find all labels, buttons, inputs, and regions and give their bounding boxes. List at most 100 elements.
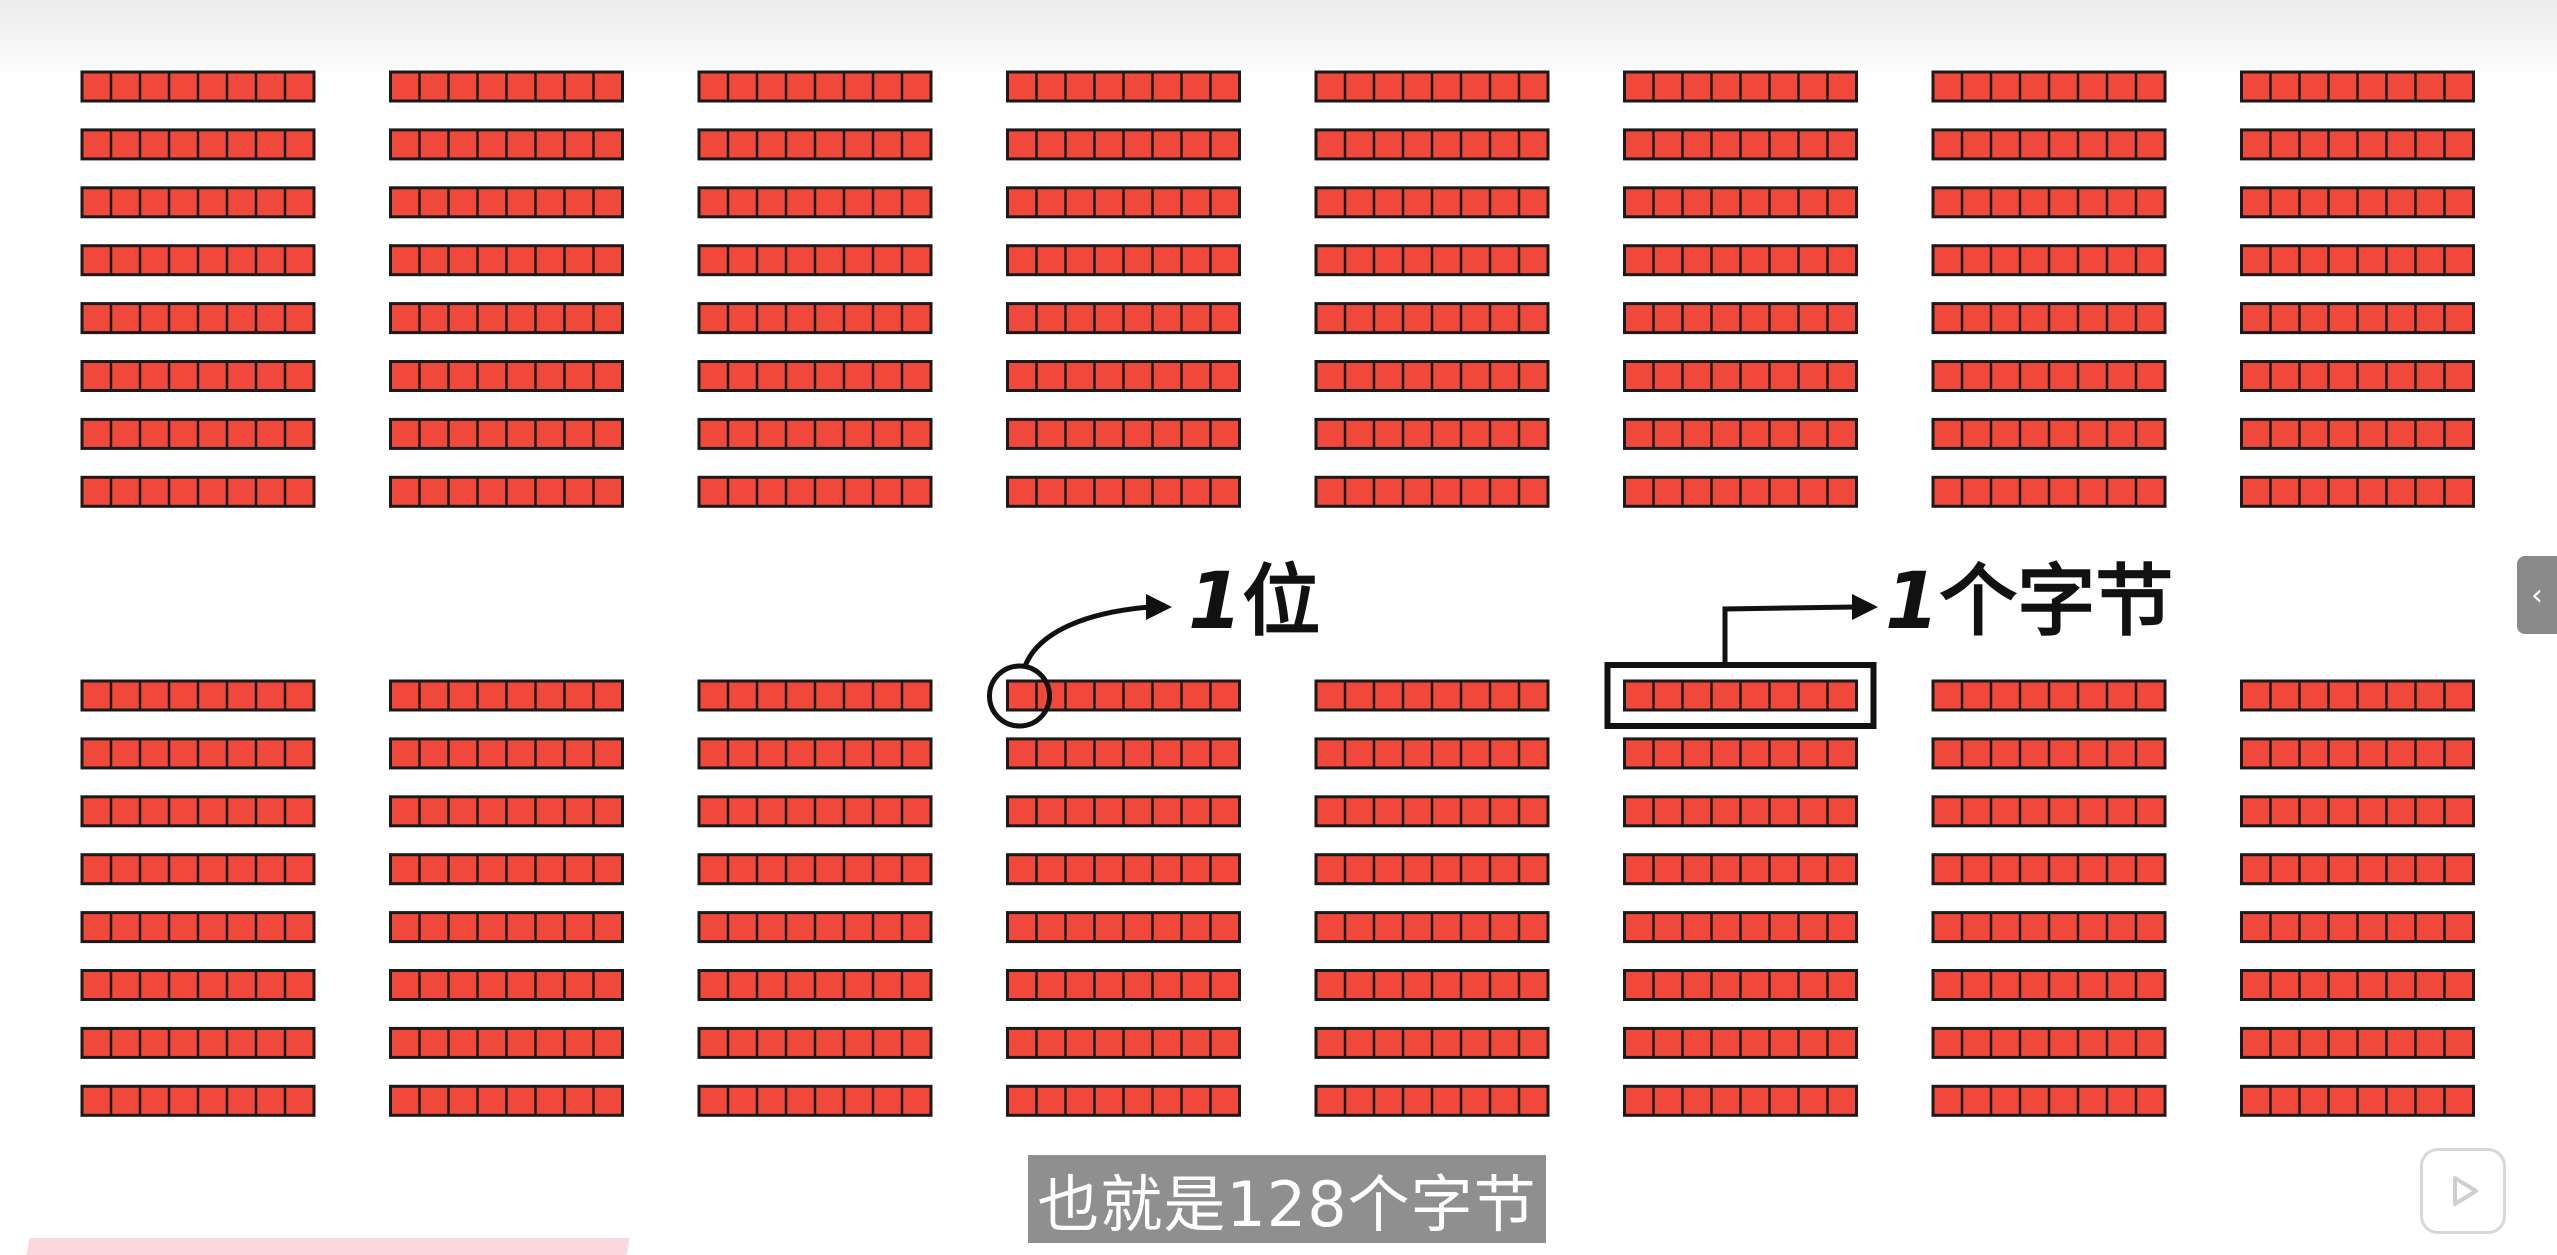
- byte: [1006, 360, 1241, 392]
- byte: [697, 302, 933, 335]
- byte: [1006, 186, 1241, 219]
- byte-group: [1623, 70, 1858, 508]
- byte: [1314, 186, 1550, 219]
- byte-group: [389, 679, 624, 1117]
- play-button[interactable]: [2420, 1148, 2506, 1234]
- byte: [1623, 70, 1858, 103]
- byte-group: [389, 70, 624, 508]
- byte: [1623, 969, 1858, 1001]
- byte: [389, 417, 624, 450]
- byte: [2240, 70, 2475, 103]
- byte: [1314, 70, 1550, 103]
- byte: [1931, 128, 2167, 161]
- byte: [1006, 244, 1241, 277]
- byte: [1623, 853, 1858, 886]
- byte-group: [1931, 679, 2167, 1117]
- byte: [697, 853, 933, 886]
- subtitle-caption: 也就是128个字节: [1028, 1155, 1546, 1243]
- byte: [2240, 186, 2475, 219]
- byte: [389, 969, 624, 1001]
- byte: [2240, 1084, 2475, 1117]
- byte: [389, 128, 624, 161]
- byte: [2240, 853, 2475, 886]
- byte: [2240, 795, 2475, 828]
- byte: [1931, 244, 2167, 277]
- byte: [1931, 737, 2167, 770]
- byte: [1006, 969, 1241, 1001]
- byte: [1314, 244, 1550, 277]
- byte: [1314, 417, 1550, 450]
- byte: [80, 1026, 316, 1059]
- byte: [1006, 679, 1241, 712]
- byte: [697, 244, 933, 277]
- byte: [697, 186, 933, 219]
- byte: [697, 911, 933, 944]
- byte: [389, 360, 624, 392]
- byte: [1931, 475, 2167, 508]
- byte: [1314, 302, 1550, 335]
- byte: [1006, 70, 1241, 103]
- byte: [2240, 737, 2475, 770]
- byte: [2240, 244, 2475, 277]
- bit-arrow-line: [1023, 604, 1151, 667]
- byte-label: 1个字节: [1885, 563, 2173, 641]
- byte: [389, 853, 624, 886]
- byte: [389, 302, 624, 335]
- byte: [389, 475, 624, 508]
- byte: [697, 679, 933, 712]
- byte: [2240, 417, 2475, 450]
- byte: [2240, 475, 2475, 508]
- byte: [389, 1026, 624, 1059]
- byte: [389, 911, 624, 944]
- byte: [1314, 128, 1550, 161]
- byte: [1006, 302, 1241, 335]
- byte: [1623, 1084, 1858, 1117]
- byte: [80, 244, 316, 277]
- byte: [80, 911, 316, 944]
- byte: [1006, 737, 1241, 770]
- decorative-stroke: [26, 1238, 630, 1255]
- byte: [1006, 1084, 1241, 1117]
- byte: [1314, 1084, 1550, 1117]
- byte: [80, 737, 316, 770]
- byte: [1931, 417, 2167, 450]
- byte: [1623, 360, 1858, 392]
- byte: [1623, 795, 1858, 828]
- byte: [1931, 70, 2167, 103]
- byte: [1623, 679, 1858, 712]
- byte: [389, 679, 624, 712]
- byte: [80, 186, 316, 219]
- side-panel-toggle[interactable]: ‹: [2517, 556, 2557, 634]
- byte: [389, 1084, 624, 1117]
- byte: [1931, 1084, 2167, 1117]
- byte: [1006, 417, 1241, 450]
- byte: [1314, 1026, 1550, 1059]
- byte: [80, 128, 316, 161]
- byte: [2240, 969, 2475, 1001]
- bit-highlight-circle: [987, 663, 1052, 729]
- byte: [1006, 853, 1241, 886]
- byte: [1623, 737, 1858, 770]
- byte: [697, 70, 933, 103]
- byte: [697, 1026, 933, 1059]
- byte-arrow-line: [1722, 604, 1856, 665]
- byte: [1623, 911, 1858, 944]
- byte: [389, 186, 624, 219]
- byte: [80, 853, 316, 886]
- byte-highlight-box: [1604, 662, 1877, 729]
- byte-group: [80, 679, 316, 1117]
- byte: [1006, 795, 1241, 828]
- bit-label: 1位: [1188, 563, 1320, 641]
- byte: [697, 128, 933, 161]
- byte-group: [2240, 70, 2475, 508]
- byte-group: [697, 679, 933, 1117]
- byte-group: [2240, 679, 2475, 1117]
- byte: [1931, 795, 2167, 828]
- byte: [1006, 128, 1241, 161]
- byte: [389, 737, 624, 770]
- byte: [1623, 417, 1858, 450]
- byte: [80, 302, 316, 335]
- byte: [1314, 911, 1550, 944]
- byte: [1931, 679, 2167, 712]
- byte: [697, 360, 933, 392]
